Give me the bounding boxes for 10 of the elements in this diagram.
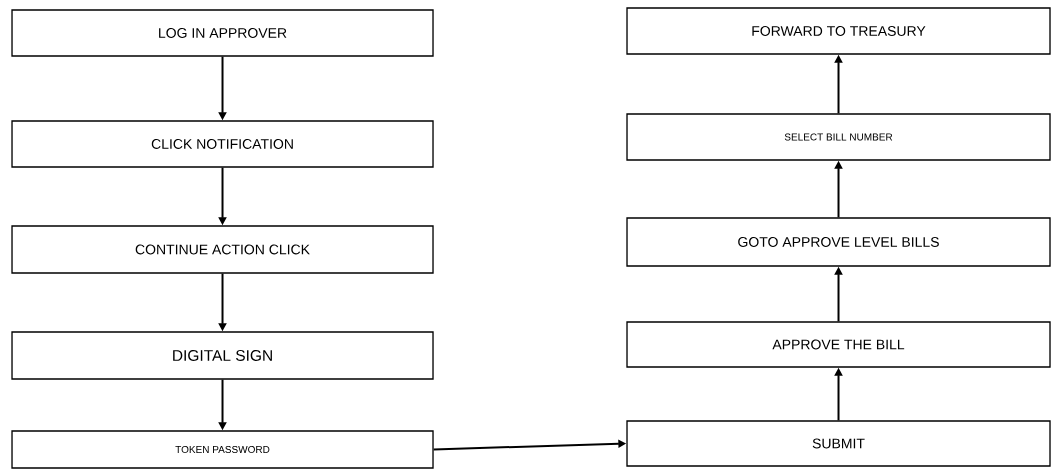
- process-box: FORWARD TO TREASURY: [626, 7, 1051, 55]
- process-box: APPROVE THE BILL: [626, 321, 1051, 368]
- process-box: GOTO APPROVE LEVEL BILLS: [626, 217, 1051, 267]
- process-box: SELECT BILL NUMBER: [626, 113, 1051, 161]
- process-box: CONTINUE ACTION CLICK: [11, 225, 434, 274]
- process-box: TOKEN PASSWORD: [11, 430, 434, 469]
- process-box: SUBMIT: [626, 420, 1051, 467]
- process-box: DIGITAL SIGN: [11, 331, 434, 380]
- process-box: LOG IN APPROVER: [11, 9, 434, 57]
- process-box: CLICK NOTIFICATION: [11, 120, 434, 168]
